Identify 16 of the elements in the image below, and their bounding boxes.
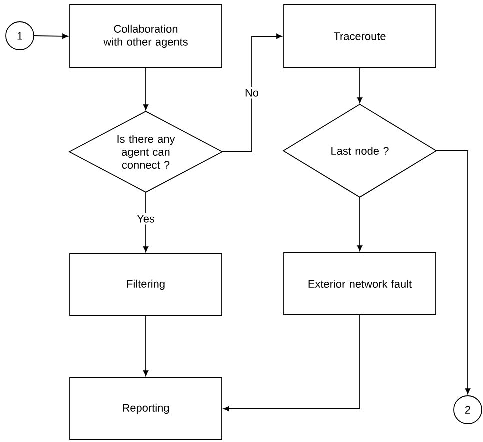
edge-label: Yes: [135, 213, 157, 225]
arrow: [143, 316, 149, 376]
arrow: [357, 197, 363, 252]
process-box: Traceroute: [284, 4, 436, 68]
arrow: [143, 68, 149, 110]
arrow: [357, 68, 363, 104]
process-box: Exterior network fault: [284, 252, 436, 316]
arrow: [34, 34, 68, 39]
process-box: Filtering: [70, 254, 222, 316]
arrow: [436, 150, 471, 394]
edge-label: No: [243, 87, 261, 99]
process-box: Reporting: [70, 378, 222, 440]
arrow: [224, 315, 360, 412]
process-box: Collaboration with other agents: [70, 4, 222, 68]
arrow: [222, 34, 282, 152]
arrow: [143, 192, 149, 252]
